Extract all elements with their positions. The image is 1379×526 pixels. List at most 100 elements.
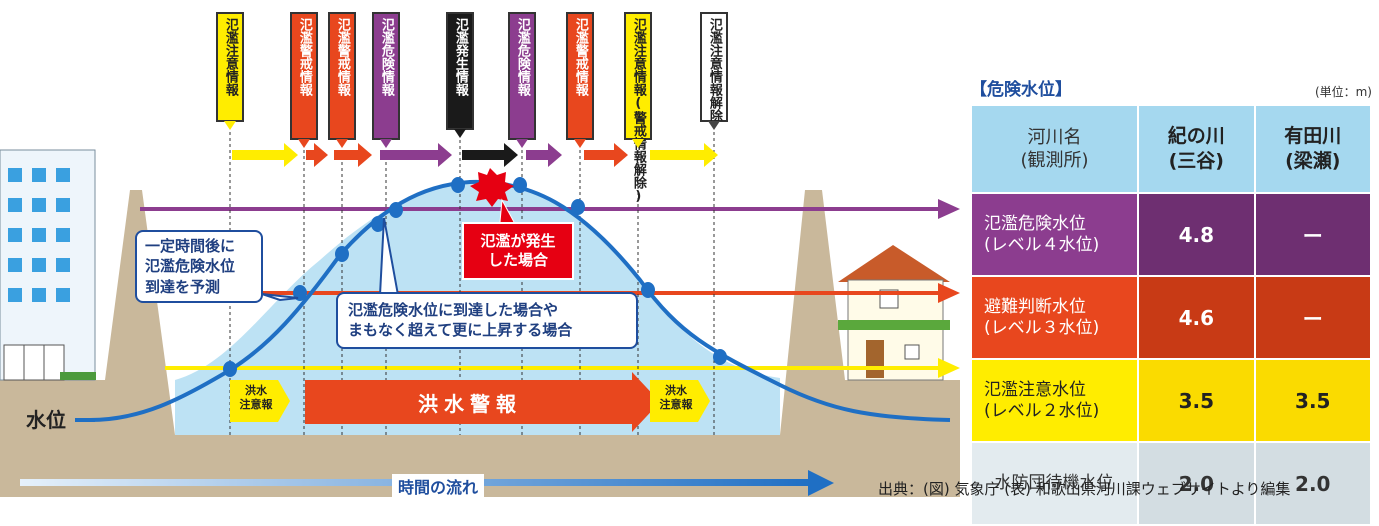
info-tag: 氾濫危険情報 xyxy=(508,12,536,148)
danger-level-arrow xyxy=(938,199,960,219)
callout-reach: 氾濫危険水位に到達した場合や まもなく超えて更に上昇する場合 xyxy=(336,292,638,349)
water-level-label: 水位 xyxy=(26,408,66,432)
flood-occurrence-label: 氾濫が発生 した場合 xyxy=(462,222,574,280)
info-tag: 氾濫危険情報 xyxy=(372,12,400,148)
header-aridagawa: 有田川 (梁瀬) xyxy=(1253,104,1373,194)
row-label: 氾濫注意水位 (レベル２水位) xyxy=(969,358,1140,443)
flood-label-line: した場合 xyxy=(487,251,548,269)
table-unit: (単位：m) xyxy=(1314,85,1372,99)
value-kinokawa: 4.6 xyxy=(1137,275,1256,360)
caution-level-arrow xyxy=(938,358,960,378)
flood-pointer xyxy=(499,198,515,223)
info-tag: 氾濫注意情報解除 xyxy=(700,12,728,130)
info-tag-label: 氾濫注意情報 xyxy=(222,18,238,96)
advisory-left-line: 注意報 xyxy=(239,397,273,411)
info-tag: 氾濫警戒情報 xyxy=(566,12,594,148)
danger-level-table: 河川名 (観測所) 紀の川 (三谷) 有田川 (梁瀬) 氾濫危険水位 (レベル４… xyxy=(969,104,1373,526)
callout-reach-line: まもなく超えて更に上昇する場合 xyxy=(348,321,573,340)
callout-predict-tail xyxy=(261,293,299,302)
info-tag: 氾濫注意情報 xyxy=(216,12,244,130)
building-icon xyxy=(0,149,96,381)
value-kinokawa: 4.8 xyxy=(1137,192,1256,277)
row-label-line: 氾濫危険水位 xyxy=(984,214,1086,235)
house-icon xyxy=(838,245,950,381)
value-aridagawa: 3.5 xyxy=(1253,358,1373,443)
curve-point xyxy=(451,177,465,193)
callout-reach-tail xyxy=(379,217,399,296)
stage-arrow xyxy=(232,143,298,167)
callout-predict: 一定時間後に 氾濫危険水位 到達を予測 xyxy=(135,230,263,303)
callout-predict-line: 氾濫危険水位 xyxy=(145,257,236,276)
time-flow-arrowhead xyxy=(808,470,834,496)
warning-arrow xyxy=(305,372,660,432)
row-label-line: 氾濫注意水位 xyxy=(984,380,1086,401)
stage-arrow xyxy=(584,143,628,167)
header-line: 有田川 xyxy=(1284,125,1342,148)
time-flow-label: 時間の流れ xyxy=(392,474,485,498)
info-tag-label: 氾濫発生情報 xyxy=(452,18,468,96)
table-header-row: 【危険水位】 (単位：m) xyxy=(970,78,1372,100)
info-tag-label: 氾濫危険情報 xyxy=(514,18,530,96)
row-label: 避難判断水位 (レベル３水位) xyxy=(969,275,1140,360)
ground xyxy=(0,190,960,497)
stage-arrow xyxy=(306,143,328,167)
row-label-line: (レベル２水位) xyxy=(984,400,1100,421)
header-line: (観測所) xyxy=(1020,150,1089,171)
evac-level-arrow xyxy=(938,283,960,303)
info-tag: 氾濫発生情報 xyxy=(446,12,474,138)
table-row: 避難判断水位 (レベル３水位) 4.6 ー xyxy=(969,275,1373,360)
advisory-right-line: 洪水 xyxy=(665,384,687,397)
row-label: 氾濫危険水位 (レベル４水位) xyxy=(969,192,1140,277)
table-row: 氾濫危険水位 (レベル４水位) 4.8 ー xyxy=(969,192,1373,277)
callout-reach-line: 氾濫危険水位に到達した場合や xyxy=(348,301,559,319)
curve-point xyxy=(641,282,655,298)
table-header: 河川名 (観測所) 紀の川 (三谷) 有田川 (梁瀬) xyxy=(969,104,1373,194)
info-tag-label: 氾濫警戒情報 xyxy=(296,18,312,96)
row-label-line: 避難判断水位 xyxy=(984,297,1086,318)
value-kinokawa: 3.5 xyxy=(1137,358,1256,443)
table-title: 【危険水位】 xyxy=(970,80,1072,100)
curve-point xyxy=(571,199,585,215)
flood-label-line: 氾濫が発生 xyxy=(480,231,556,250)
table-row: 氾濫注意水位 (レベル２水位) 3.5 3.5 xyxy=(969,358,1373,443)
callout-predict-line: 到達を予測 xyxy=(145,277,221,296)
header-kinokawa: 紀の川 (三谷) xyxy=(1137,104,1256,194)
value-aridagawa: ー xyxy=(1253,275,1373,360)
row-label-line: 水防団待機水位 xyxy=(994,473,1114,494)
info-tag-label: 氾濫注意情報(警戒情報解除) xyxy=(630,18,646,204)
advisory-left-line: 洪水 xyxy=(245,384,267,397)
advisory-arrow-right: 洪水 注意報 xyxy=(650,380,710,422)
header-line: 紀の川 xyxy=(1167,125,1225,148)
curve-point xyxy=(223,361,237,377)
info-tag: 氾濫注意情報(警戒情報解除) xyxy=(624,12,652,204)
curve-point xyxy=(371,216,385,232)
row-label-line: (レベル４水位) xyxy=(984,234,1100,255)
flood-warning-diagram: 氾濫注意情報 氾濫警戒情報 氾濫警戒情報 氾濫危険情報 氾濫発生情報 氾濫危険情報 氾濫警戒… xyxy=(0,12,960,498)
warning-label: 洪水警報 xyxy=(418,392,522,416)
value-aridagawa: ー xyxy=(1253,192,1373,277)
stage-arrow xyxy=(334,143,372,167)
info-tag-label: 氾濫警戒情報 xyxy=(334,18,350,96)
info-tag-label: 氾濫危険情報 xyxy=(378,18,394,96)
info-tag: 氾濫警戒情報 xyxy=(290,12,318,148)
stage-arrows xyxy=(232,143,718,167)
curve-point xyxy=(335,246,349,262)
row-label-line: (レベル３水位) xyxy=(984,317,1100,338)
header-line: 河川名 xyxy=(1027,126,1082,148)
curve-point xyxy=(513,177,527,193)
stage-arrow xyxy=(526,143,562,167)
header-river-name: 河川名 (観測所) xyxy=(969,104,1140,194)
curve-point xyxy=(713,349,727,365)
header-line: (三谷) xyxy=(1168,150,1224,172)
stage-arrow xyxy=(462,143,518,167)
flood-burst-icon xyxy=(470,168,514,207)
info-tag-label: 氾濫注意情報解除 xyxy=(706,18,722,122)
header-line: (梁瀬) xyxy=(1285,150,1341,172)
advisory-right-line: 注意報 xyxy=(659,397,693,411)
info-tag: 氾濫警戒情報 xyxy=(328,12,356,148)
info-tag-label: 氾濫警戒情報 xyxy=(572,18,588,96)
stage-arrow xyxy=(650,143,718,167)
source-note: 出典：(図) 気象庁 (表) 和歌山県河川課ウェブサイトより編集 xyxy=(878,480,1291,498)
curve-point xyxy=(389,202,403,218)
stage-arrow xyxy=(380,143,452,167)
